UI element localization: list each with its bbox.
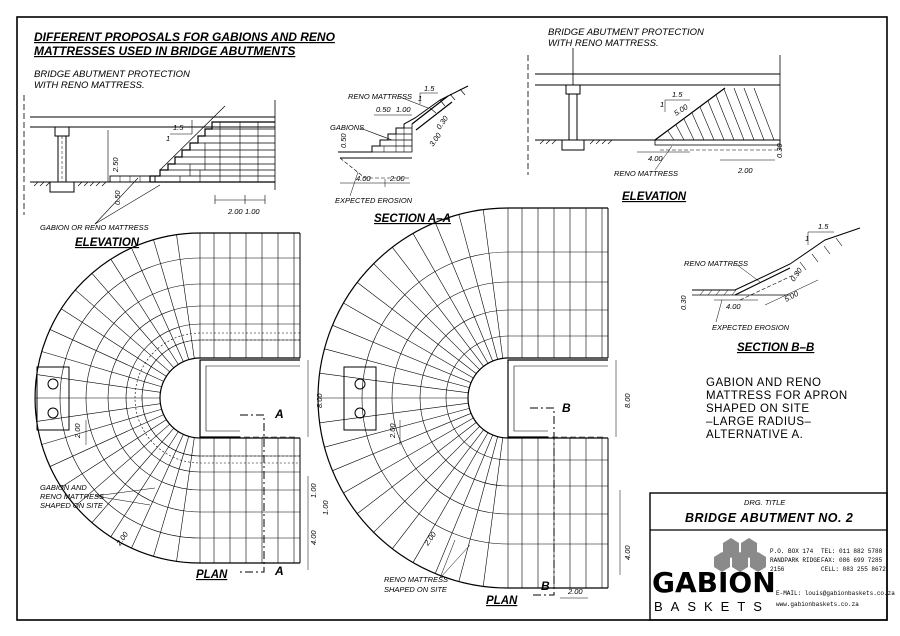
plan-right-d400: 4.00 bbox=[623, 545, 632, 560]
drg-title-label: DRG. TITLE bbox=[744, 498, 786, 507]
address-line-2: RANDPARK RIDGE bbox=[770, 557, 821, 564]
left-elevation-heading-1: BRIDGE ABUTMENT PROTECTION bbox=[34, 69, 190, 80]
plan-left-d100b: 1.00 bbox=[321, 500, 330, 515]
right-elevation: BRIDGE ABUTMENT PROTECTION WITH RENO MAT… bbox=[527, 27, 784, 203]
right-elevation-label: ELEVATION bbox=[622, 191, 687, 203]
note-line-3: SHAPED ON SITE bbox=[706, 403, 810, 415]
email-text[interactable]: E-MAIL: louis@gabionbaskets.co.za bbox=[776, 590, 895, 597]
right-elev-slope: 1.5 bbox=[672, 90, 683, 99]
left-elev-dim-apron-2: 1.00 bbox=[245, 207, 260, 216]
sheet-border bbox=[16, 16, 888, 621]
address-line-1: P.O. BOX 174 bbox=[770, 548, 814, 555]
section-bb-slope-v: 1 bbox=[805, 234, 809, 243]
right-elev-reno-label: RENO MATTRESS bbox=[614, 169, 678, 178]
plan-left-section-mark-bottom: A bbox=[274, 564, 284, 578]
left-elev-slope-v: 1 bbox=[166, 134, 170, 143]
plan-right-callout-2: SHAPED ON SITE bbox=[384, 585, 448, 594]
right-elev-d400: 4.00 bbox=[648, 154, 663, 163]
plan-right-label: PLAN bbox=[486, 595, 518, 607]
section-bb-reno-label: RENO MATTRESS bbox=[684, 259, 748, 268]
plan-left-section-mark-top: A bbox=[274, 407, 284, 421]
gabion-logo-mark bbox=[714, 538, 766, 572]
phone-tel: TEL: 011 882 5788 bbox=[821, 548, 883, 555]
right-elev-d030: 0.30 bbox=[775, 143, 784, 158]
plan-left: A A 8.00 2.00 1.00 1.00 4.00 2.00 GABION… bbox=[34, 232, 330, 581]
section-aa: RENO MATTRESS GABIONS 1.5 1 0.50 1.00 0.… bbox=[330, 84, 469, 225]
section-aa-reno-label: RENO MATTRESS bbox=[348, 92, 412, 101]
section-bb-d500: 5.00 bbox=[783, 289, 801, 304]
plan-left-d400: 4.00 bbox=[309, 530, 318, 545]
plan-left-d100a: 1.00 bbox=[309, 483, 318, 498]
plan-right-d200: 2.00 bbox=[388, 423, 397, 439]
plan-left-d800: 8.00 bbox=[315, 393, 324, 408]
left-elev-dim-height: 2.50 bbox=[111, 157, 120, 173]
left-elevation-heading-2: WITH RENO MATTRESS. bbox=[34, 80, 145, 91]
section-aa-gabions-label: GABIONS bbox=[330, 123, 364, 132]
left-elev-slope-h: 1.5 bbox=[173, 123, 184, 132]
right-elev-d200: 2.00 bbox=[737, 166, 753, 175]
plan-right-callout-1: RENO MATTRESS bbox=[384, 575, 448, 584]
section-aa-slope: 1.5 bbox=[424, 84, 435, 93]
section-bb-erosion-label: EXPECTED EROSION bbox=[712, 323, 790, 332]
section-bb-label: SECTION B–B bbox=[737, 342, 814, 354]
section-aa-d050v: 0.50 bbox=[339, 133, 348, 148]
left-elev-callout: GABION OR RENO MATTRESS bbox=[40, 223, 149, 232]
plan-right-d200c: 2.00 bbox=[567, 587, 583, 596]
drg-title: BRIDGE ABUTMENT NO. 2 bbox=[685, 511, 853, 525]
section-aa-d400: 4.00 bbox=[356, 174, 371, 183]
plan-left-callout-2: RENO MATTRESS bbox=[40, 492, 104, 501]
section-bb: RENO MATTRESS 1.5 1 0.30 0.30 4.00 5.00 … bbox=[679, 222, 861, 354]
note-line-5: ALTERNATIVE A. bbox=[706, 429, 803, 441]
left-elevation-label: ELEVATION bbox=[75, 237, 140, 249]
section-aa-label: SECTION A–A bbox=[374, 213, 451, 225]
logo-text-top: GABION bbox=[652, 566, 776, 599]
design-note: GABION AND RENO MATTRESS FOR APRON SHAPE… bbox=[706, 377, 848, 441]
left-elevation: BRIDGE ABUTMENT PROTECTION WITH RENO MAT… bbox=[23, 69, 276, 249]
section-aa-erosion-label: EXPECTED EROSION bbox=[335, 196, 413, 205]
plan-right-mattress-grid bbox=[317, 207, 609, 589]
section-bb-d030: 0.30 bbox=[788, 265, 804, 283]
right-elevation-heading-1: BRIDGE ABUTMENT PROTECTION bbox=[548, 27, 704, 38]
left-elev-dim-base: 0.50 bbox=[113, 190, 122, 205]
plan-left-d200b: 2.00 bbox=[114, 529, 131, 548]
note-line-1: GABION AND RENO bbox=[706, 377, 822, 389]
phone-fax: FAX: 086 699 7285 bbox=[821, 557, 883, 564]
left-elev-dim-apron-1: 2.00 bbox=[227, 207, 243, 216]
main-title-line-2: MATTRESSES USED IN BRIDGE ABUTMENTS bbox=[34, 44, 295, 58]
section-bb-slope: 1.5 bbox=[818, 222, 829, 231]
plan-right-d200b: 2.00 bbox=[422, 529, 439, 548]
note-line-2: MATTRESS FOR APRON bbox=[706, 390, 848, 402]
plan-right-d800: 8.00 bbox=[623, 393, 632, 408]
plan-left-callout-1: GABION AND bbox=[40, 483, 87, 492]
plan-left-pier bbox=[36, 366, 70, 431]
phone-cell: CELL: 083 255 8672 bbox=[821, 566, 886, 573]
plan-left-label: PLAN bbox=[196, 569, 228, 581]
plan-left-callout-3: SHAPED ON SITE bbox=[40, 501, 104, 510]
title-block: DRG. TITLE BRIDGE ABUTMENT NO. 2 GABION … bbox=[649, 492, 895, 621]
right-elev-slope-v: 1 bbox=[660, 100, 664, 109]
plan-left-d200: 2.00 bbox=[73, 423, 82, 439]
section-bb-d400: 4.00 bbox=[726, 302, 741, 311]
address-line-3: 2156 bbox=[770, 566, 785, 573]
right-elevation-heading-2: WITH RENO MATTRESS. bbox=[548, 38, 659, 49]
section-bb-d030b: 0.30 bbox=[679, 295, 688, 310]
section-aa-d030: 0.30 bbox=[434, 113, 450, 131]
logo-text-bottom: BASKETS bbox=[654, 599, 770, 614]
main-title: DIFFERENT PROPOSALS FOR GABIONS AND RENO… bbox=[34, 30, 336, 58]
note-line-4: –LARGE RADIUS– bbox=[706, 416, 812, 428]
plan-left-mattress-grid bbox=[34, 232, 301, 564]
main-title-line-1: DIFFERENT PROPOSALS FOR GABIONS AND RENO bbox=[34, 30, 336, 44]
plan-right-section-mark-bottom: B bbox=[541, 579, 550, 593]
section-aa-d200: 2.00 bbox=[389, 174, 405, 183]
section-aa-d100: 1.00 bbox=[396, 105, 411, 114]
plan-right-section-mark-top: B bbox=[562, 401, 571, 415]
web-text[interactable]: www.gabionbaskets.co.za bbox=[776, 601, 859, 608]
plan-right-pier bbox=[343, 366, 377, 431]
section-aa-d300: 3.00 bbox=[427, 130, 443, 148]
section-aa-d050: 0.50 bbox=[376, 105, 391, 114]
plan-right: B B 8.00 2.00 4.00 2.00 2.00 RENO MATTRE… bbox=[317, 207, 632, 607]
